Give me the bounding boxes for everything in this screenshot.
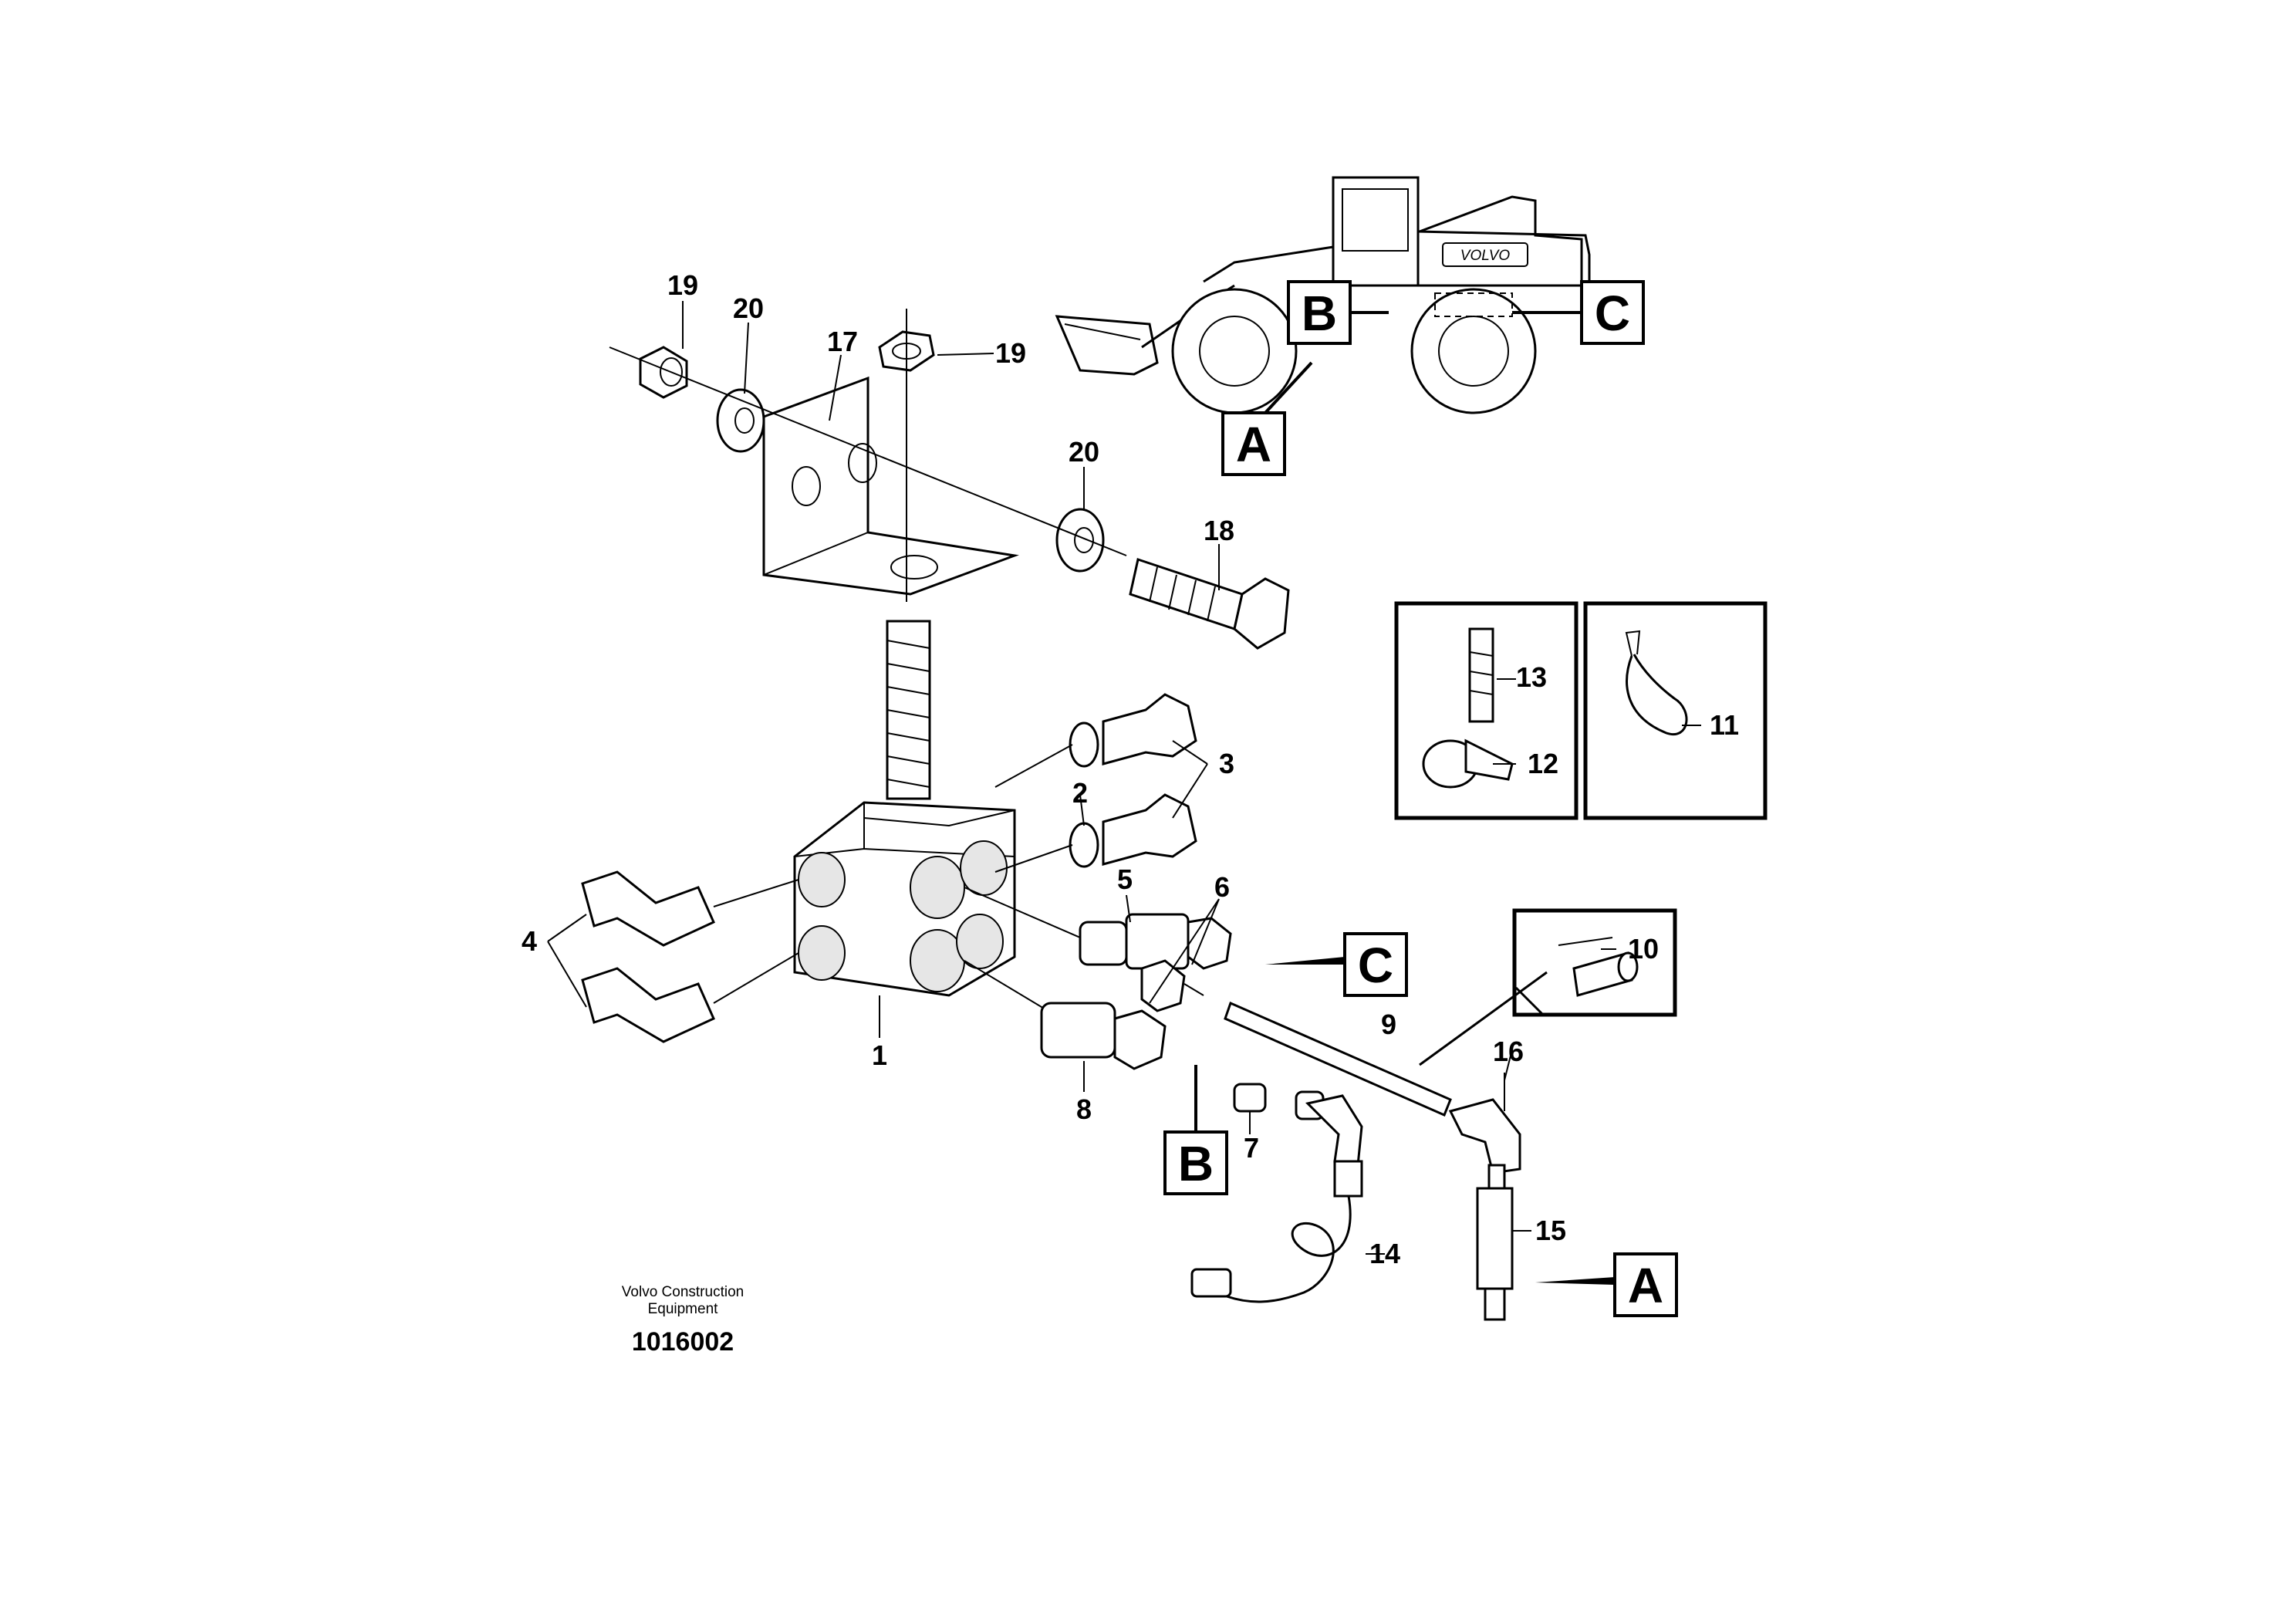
callout-17: 17 [827, 326, 858, 357]
detail-box-12-13 [1394, 601, 1578, 820]
elbow-fittings [581, 870, 799, 1043]
view-marker-b: B [1163, 1065, 1228, 1195]
footer: Volvo Construction Equipment 1016002 [622, 1284, 744, 1357]
bracket-assembly [609, 309, 1290, 800]
callout-numbers: 1 2 3 4 5 6 7 8 9 10 11 12 13 14 15 16 1… [522, 269, 1739, 1269]
detail-box-11 [1583, 601, 1768, 820]
manufacturer-line-2: Equipment [648, 1301, 719, 1317]
svg-text:C: C [1595, 286, 1630, 341]
callout-5: 5 [1117, 863, 1133, 895]
callout-11: 11 [1710, 709, 1739, 741]
svg-text:C: C [1358, 938, 1393, 993]
callout-12: 12 [1528, 748, 1558, 779]
callout-14: 14 [1369, 1238, 1400, 1269]
callout-16: 16 [1493, 1036, 1524, 1067]
view-marker-a-top: A [1221, 361, 1313, 476]
document-number: 1016002 [632, 1327, 734, 1357]
svg-text:B: B [1178, 1136, 1214, 1191]
machine-logo-text: VOLVO [1460, 248, 1511, 264]
detail-box-10 [1419, 908, 1677, 1066]
callout-18: 18 [1204, 515, 1234, 546]
view-marker-c-top: C [1512, 280, 1645, 345]
callout-2: 2 [1072, 777, 1088, 809]
callout-6: 6 [1214, 871, 1230, 903]
svg-text:A: A [1628, 1258, 1663, 1313]
callout-20-right: 20 [1069, 436, 1099, 468]
callout-15: 15 [1535, 1215, 1566, 1246]
plugs-and-orings [994, 693, 1197, 873]
callout-19-left: 19 [667, 269, 698, 301]
callout-9: 9 [1381, 1009, 1396, 1040]
leader-lines [547, 301, 1701, 1255]
machine-logo [1442, 242, 1528, 267]
manufacturer-line-1: Volvo Construction [622, 1284, 744, 1300]
callout-20-left: 20 [733, 292, 764, 324]
callout-1: 1 [872, 1039, 887, 1071]
svg-text:B: B [1302, 286, 1337, 341]
svg-text:A: A [1236, 417, 1271, 472]
connectors [964, 887, 1325, 1120]
sensor-cable [1190, 1094, 1363, 1303]
view-marker-a: A [1535, 1252, 1678, 1317]
callout-19-right: 19 [995, 337, 1026, 369]
callout-3: 3 [1219, 748, 1234, 779]
tube-assembly [1224, 1001, 1521, 1321]
view-marker-b-top: B [1287, 280, 1389, 345]
callout-4: 4 [522, 925, 537, 957]
callout-8: 8 [1076, 1093, 1092, 1125]
callout-13: 13 [1516, 661, 1547, 693]
view-marker-c: C [1265, 932, 1408, 997]
callout-7: 7 [1244, 1132, 1259, 1164]
callout-10: 10 [1628, 933, 1659, 965]
valve-block [793, 801, 1016, 997]
